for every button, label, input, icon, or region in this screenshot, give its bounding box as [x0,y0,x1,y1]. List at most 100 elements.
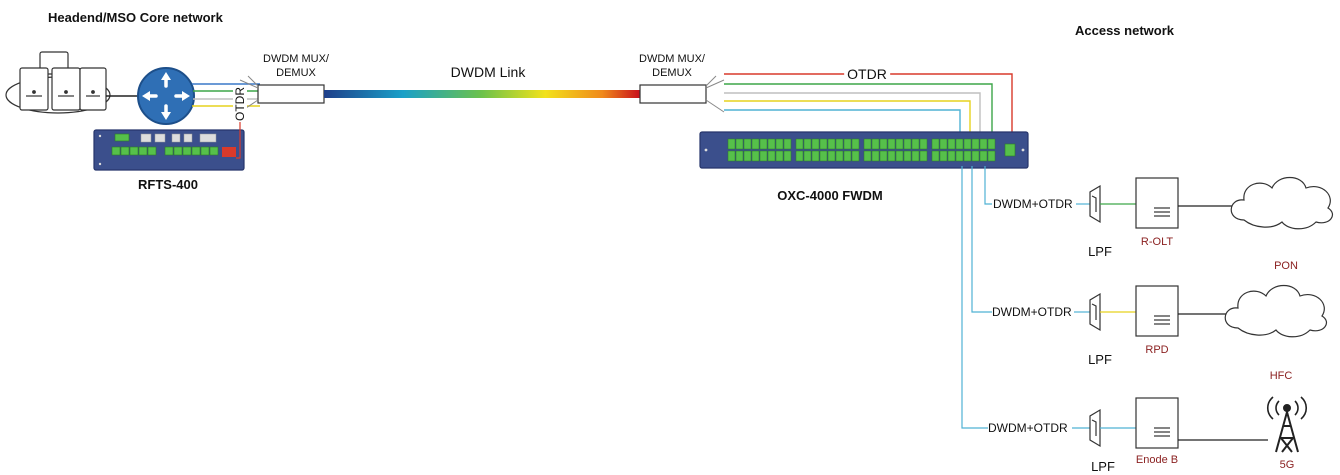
oxc-port [895,150,904,162]
mux-left-label-line2: DEMUX [276,67,316,79]
oxc-port [895,138,904,150]
rfts-otdr-fiber [236,110,241,159]
oxc-port [971,138,980,150]
oxc-port [803,138,812,150]
oxc-port [735,150,744,162]
lpf2-label: LPF [1088,352,1112,367]
oxc-port [835,138,844,150]
pon-label: PON [1274,260,1298,272]
oxc-port [879,150,888,162]
oxc-port [863,150,872,162]
oxc-port [767,150,776,162]
cloud-icon [1230,176,1333,230]
oxc-port [827,138,836,150]
lpf3-label: LPF [1091,459,1115,474]
oxc-port [963,138,972,150]
dwdm-link-label: DWDM Link [450,64,526,80]
oxc-port [811,150,820,162]
equipment-uplinks [1178,205,1268,441]
oxc-port [851,150,860,162]
oxc-port [887,138,896,150]
oxc-port [879,138,888,150]
branch3-label: DWDM+OTDR [988,421,1068,435]
oxc-port [751,150,760,162]
oxc-port [887,150,896,162]
oxc-port [775,150,784,162]
oxc-port [863,138,872,150]
oxc-port [911,138,920,150]
lpf-filter-icon [1089,184,1101,448]
access-network-title: Access network [1075,23,1174,38]
rfts-label: RFTS-400 [138,177,198,192]
oxc-port [919,138,928,150]
otdr-top-label: OTDR [844,66,890,82]
oxc-port [775,138,784,150]
lpf-to-equipment [1100,203,1136,429]
oxc-port [727,150,736,162]
cloud-icon [1224,284,1327,338]
oxc-port [871,150,880,162]
oxc-port [955,150,964,162]
oxc-port [811,138,820,150]
oxc-port [955,138,964,150]
server-stack-icon [5,51,111,114]
oxc-port [971,150,980,162]
branch1-label: DWDM+OTDR [993,197,1073,211]
oxc-port [783,138,792,150]
oxc-port [743,138,752,150]
oxc-port [947,150,956,162]
oxc-port [743,150,752,162]
oxc-port [987,150,996,162]
oxc-port [751,138,760,150]
oxc-port [767,138,776,150]
oxc-port [979,138,988,150]
cell-tower-icon [1266,396,1308,453]
otdr-vertical-label: OTDR [233,86,247,122]
oxc-port [963,150,972,162]
branch2-label: DWDM+OTDR [992,305,1072,319]
oxc-port [735,138,744,150]
oxc-port [827,150,836,162]
router-mux-fibers [192,83,260,107]
oxc-port [931,138,940,150]
router-icon [137,67,195,125]
oxc-label: OXC-4000 FWDM [777,188,883,203]
lpf1-label: LPF [1088,244,1112,259]
oxc-port [931,150,940,162]
oxc-branch-fibers [961,166,992,429]
equipment-box-icon [1135,177,1179,449]
oxc-port [759,150,768,162]
headend-title: Headend/MSO Core network [48,10,223,25]
mux-right-label-line1: DWDM MUX/ [639,53,705,65]
oxc-port [783,150,792,162]
oxc-port [727,138,736,150]
oxc-port [939,138,948,150]
oxc-port [759,138,768,150]
mux-right-box [639,75,725,113]
5g-label: 5G [1279,459,1295,471]
oxc-port [919,150,928,162]
oxc-4000-chassis [699,131,1029,169]
dwdm-link-fiber [324,90,640,98]
oxc-port [871,138,880,150]
enodeb-label: Enode B [1135,454,1179,466]
hfc-label: HFC [1269,370,1293,382]
oxc-port [803,150,812,162]
oxc-port [843,150,852,162]
oxc-port [795,150,804,162]
oxc-port [987,138,996,150]
oxc-port [979,150,988,162]
oxc-port [819,138,828,150]
oxc-port [795,138,804,150]
oxc-port [819,150,828,162]
branch-fibers-to-lpf [1072,203,1090,429]
rpd-label: RPD [1145,344,1169,356]
oxc-port [851,138,860,150]
mux-left-label-line1: DWDM MUX/ [263,53,329,65]
oxc-port [947,138,956,150]
oxc-port [843,138,852,150]
oxc-port [911,150,920,162]
oxc-port [903,138,912,150]
rolt-label: R-OLT [1140,236,1174,248]
